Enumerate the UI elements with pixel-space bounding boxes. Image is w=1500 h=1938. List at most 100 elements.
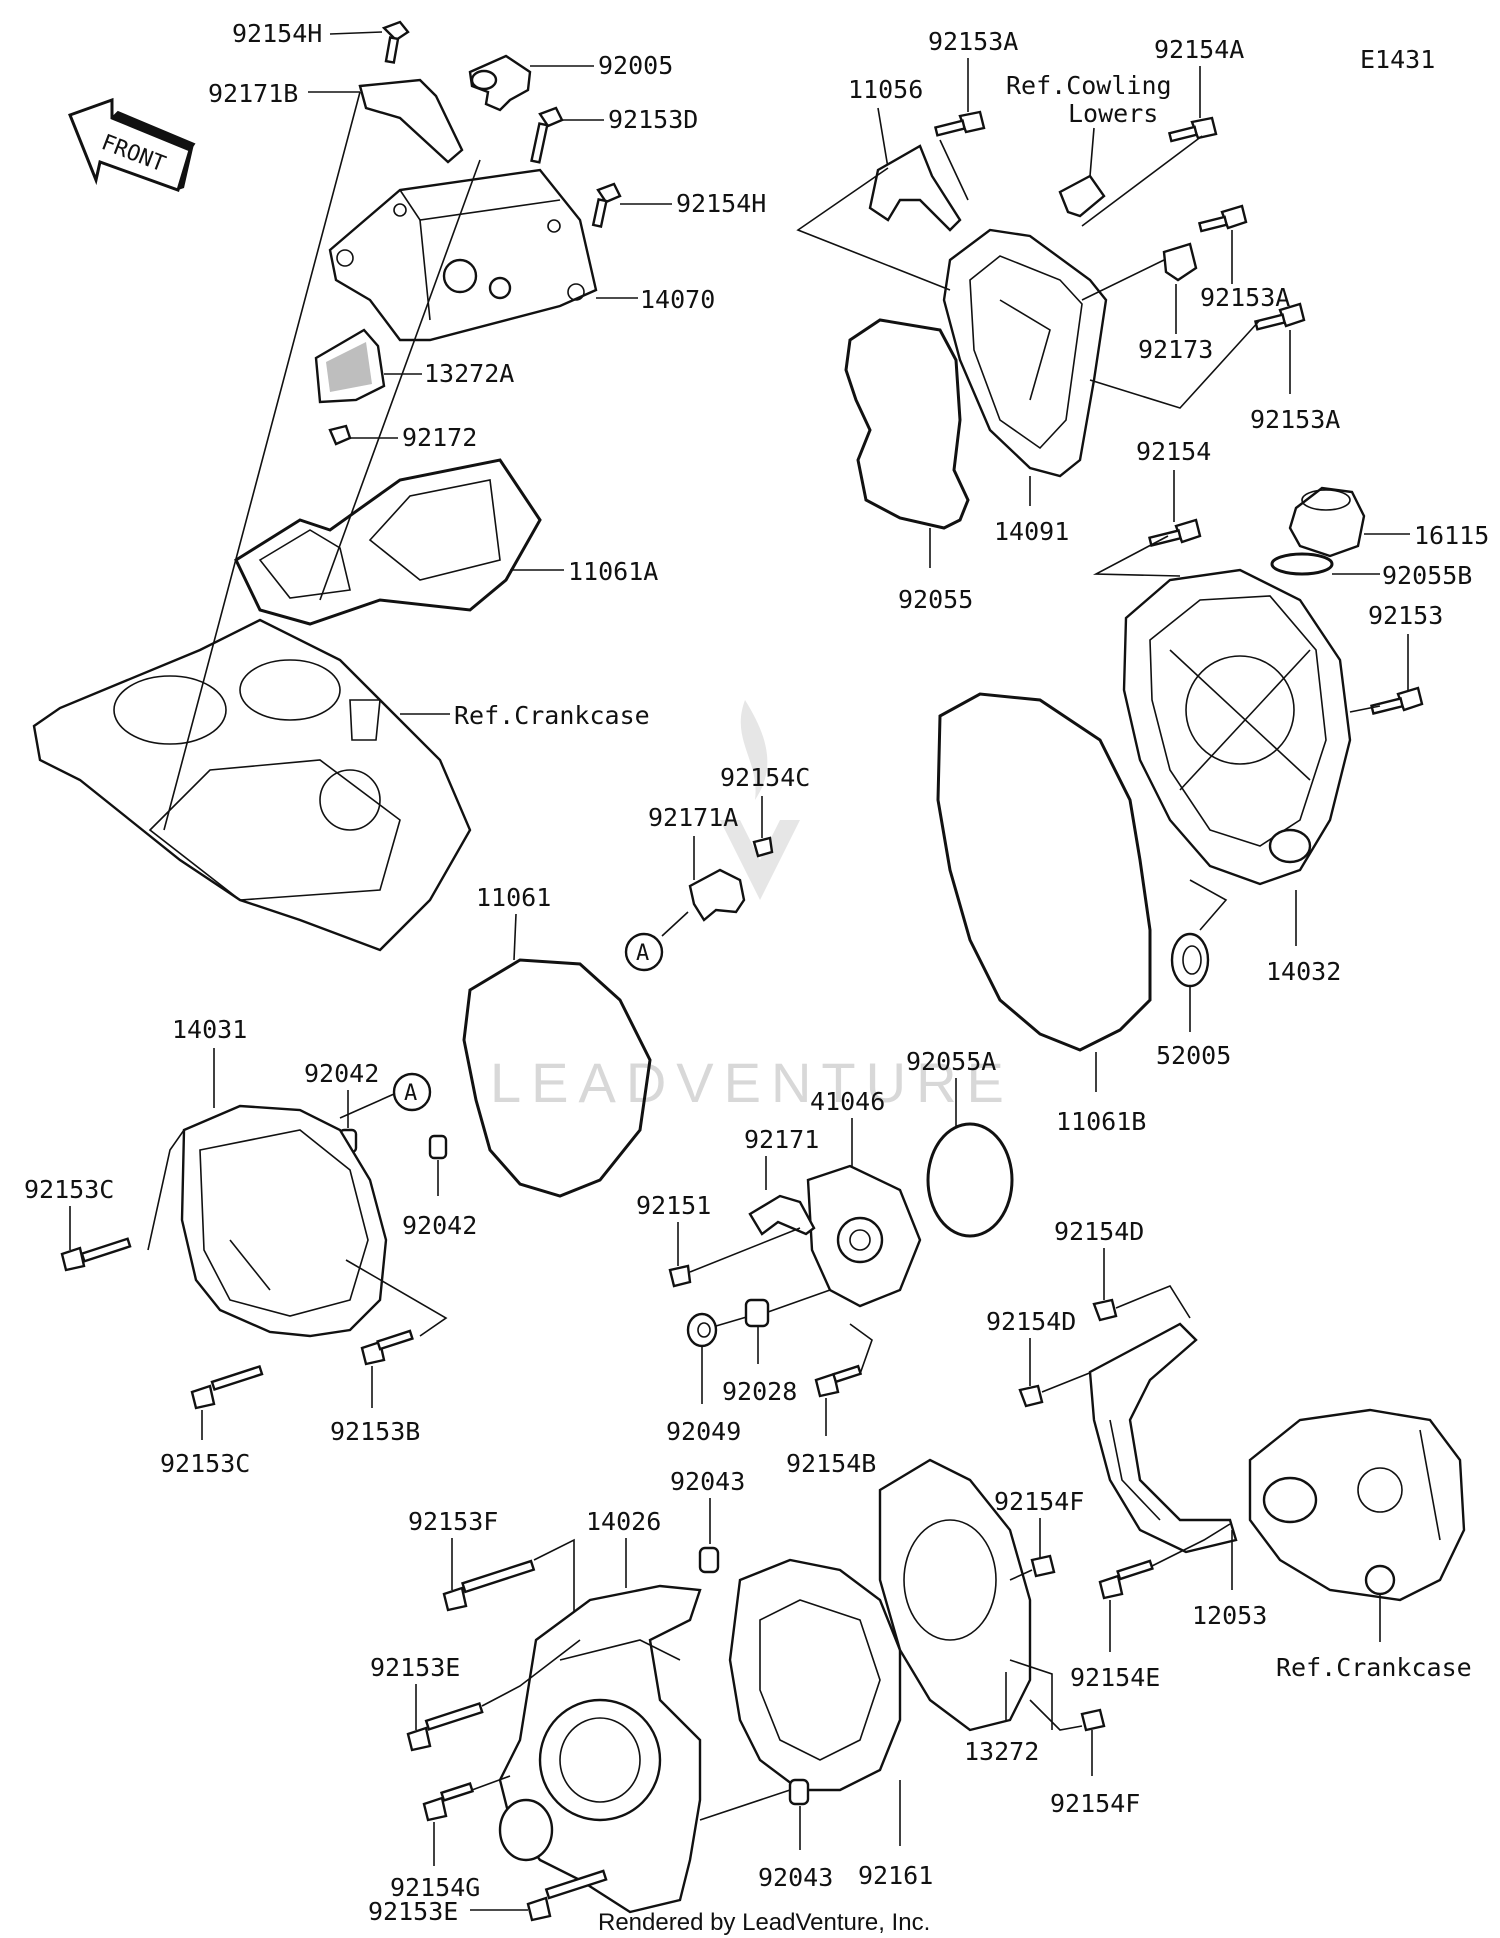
bolt-92154C-icon [752,836,774,858]
cowling-fastener-icon [1058,174,1106,218]
label-92154G: 92154G [390,1873,480,1902]
label-92172: 92172 [402,423,477,452]
label-92043-1: 92043 [670,1467,745,1496]
label-11061B: 11061B [1056,1107,1146,1136]
cover-14091 [942,228,1108,478]
label-11056: 11056 [848,75,923,104]
label-92153B: 92153B [330,1417,420,1446]
bolt-92154D-1-icon [1092,1298,1118,1322]
bolt-92154B-icon [814,1364,863,1398]
bolt-92153B-icon [360,1329,414,1366]
gasket-11061B [936,692,1152,1052]
bolt-92154D-2-icon [1018,1384,1044,1408]
callout-circle-A-1 [624,932,664,972]
damper-plate [728,1558,902,1792]
label-92151: 92151 [636,1191,711,1220]
clutch-cover-14032 [1122,568,1352,886]
label-92154: 92154 [1136,437,1211,466]
label-14070: 14070 [640,285,715,314]
screw-92151-icon [668,1264,692,1288]
oil-seal-52005 [1170,932,1210,988]
gasket-11061A [234,458,542,626]
label-92153C-1: 92153C [24,1175,114,1204]
generator-cover-14031 [180,1104,388,1338]
gasket-92055 [844,318,970,530]
dowel-92042-2-icon [428,1134,448,1160]
label-16115: 16115 [1414,521,1489,550]
label-92154E: 92154E [1070,1663,1160,1692]
bolt-92153E-1-icon [406,1702,484,1752]
label-92005: 92005 [598,51,673,80]
crankcase-ref-upper [32,618,472,952]
bolt-92154E-icon [1098,1559,1154,1600]
crankcase-ref-lower [1248,1408,1466,1602]
label-92154D-2: 92154D [986,1307,1076,1336]
label-92154A: 92154A [1154,35,1244,64]
bolt-92153C-2-icon [190,1364,264,1410]
sprocket-cover-41046 [806,1164,922,1308]
label-92171: 92171 [744,1125,819,1154]
footer-credit: Rendered by LeadVenture, Inc. [598,1909,930,1936]
bolt-92153C-1-icon [60,1237,132,1272]
label-41046: 41046 [810,1087,885,1116]
ref-cowling-lowers-line1: Ref.Cowling [1006,71,1172,100]
label-92154B: 92154B [786,1449,876,1478]
label-92154F-2: 92154F [1050,1789,1140,1818]
label-92153E-2: 92153E [368,1897,458,1926]
clutch-cover-14026 [498,1584,702,1914]
callout-circle-A-2 [392,1072,432,1112]
bolt-92153F-icon [442,1559,536,1612]
bolt-92154H-icon [381,20,410,64]
bracket-11056 [868,144,962,232]
ref-crankcase-upper: Ref.Crankcase [454,701,650,730]
callout-A-2: A [404,1081,417,1106]
label-92049: 92049 [666,1417,741,1446]
label-11061A: 11061A [568,557,658,586]
label-92171A: 92171A [648,803,738,832]
label-92153D: 92153D [608,105,698,134]
bolt-92153E-2-icon [526,1869,608,1922]
dowel-92043-2-icon [788,1778,810,1806]
bracket-92171B [358,78,464,164]
label-13272: 13272 [964,1737,1039,1766]
clamp-92171 [748,1194,816,1236]
label-92055: 92055 [898,585,973,614]
bolt-92154F-2-icon [1080,1708,1106,1732]
dowel-92043-1-icon [698,1546,720,1574]
diagram-id: E1431 [1360,45,1435,74]
label-92153F: 92153F [408,1507,498,1536]
bolt-92154F-1-icon [1030,1554,1056,1578]
ref-cowling-lowers-line2: Lowers [1068,99,1158,128]
label-92154F-1: 92154F [994,1487,1084,1516]
label-14032: 14032 [1266,957,1341,986]
clip-92173-icon [1162,242,1198,282]
watermark-text: LEADVENTURE [490,1051,1014,1114]
label-92153E-1: 92153E [370,1653,460,1682]
label-92154D-1: 92154D [1054,1217,1144,1246]
oil-filler-cap-16115 [1288,486,1366,558]
label-13272A: 13272A [424,359,514,388]
bolt-92153D-icon [530,106,564,164]
chain-guide-12053 [1088,1322,1238,1554]
label-92153: 92153 [1368,601,1443,630]
collar-92028-icon [744,1298,770,1328]
label-12053: 12053 [1192,1601,1267,1630]
label-14026: 14026 [586,1507,661,1536]
gasket-11061 [462,958,652,1198]
clamp-92171A [688,868,746,922]
bolt-92154H-mid-icon [591,182,622,228]
label-92043-2: 92043 [758,1863,833,1892]
bushing-92049-icon [686,1312,718,1348]
label-92154C: 92154C [720,763,810,792]
label-11061: 11061 [476,883,551,912]
label-92042-1: 92042 [304,1059,379,1088]
label-92153C-2: 92153C [160,1449,250,1478]
screen-13272A [314,328,386,404]
bolt-92154G-icon [422,1782,475,1822]
label-92154H-mid: 92154H [676,189,766,218]
label-92028: 92028 [722,1377,797,1406]
bolt-92153A-1-icon [933,110,986,137]
label-92161: 92161 [858,1861,933,1890]
label-92153A-3: 92153A [1250,405,1340,434]
